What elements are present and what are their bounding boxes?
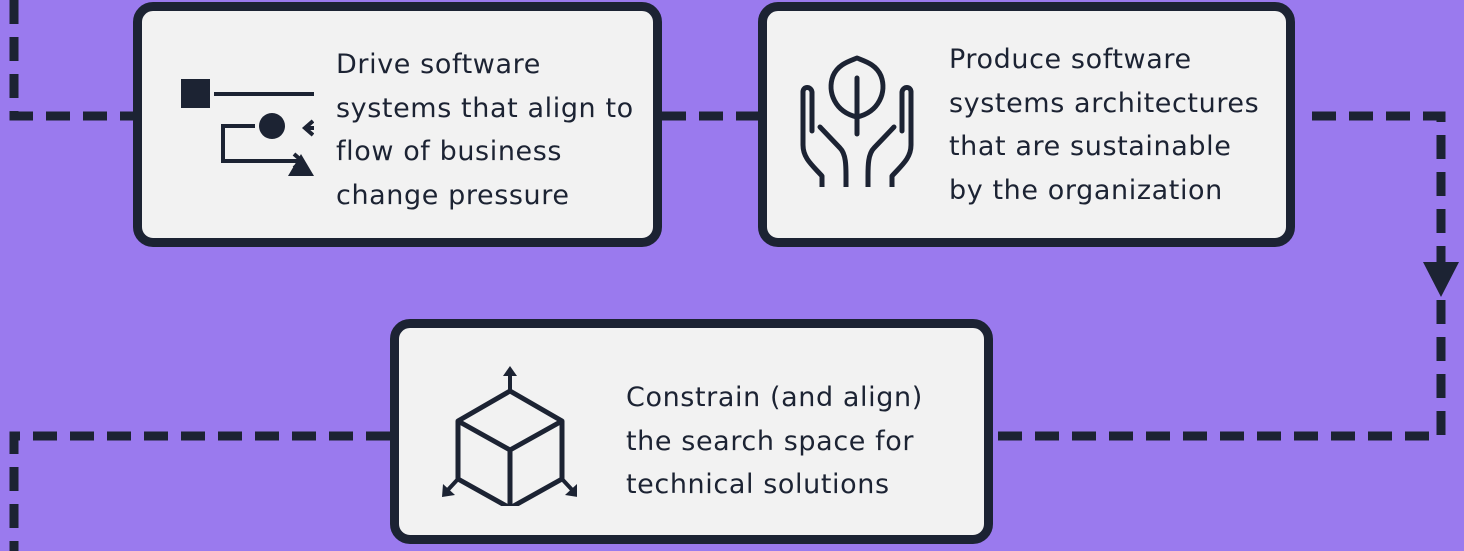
cube-arrows-icon — [442, 366, 577, 506]
card-produce-software-text: Produce software systems architectures t… — [949, 44, 1260, 206]
card-constrain-search-space-text: Constrain (and align) the search space f… — [626, 382, 923, 500]
card-drive-software: Drive software systems that align to flo… — [133, 2, 662, 247]
connector-constrain-to-left — [9, 431, 390, 551]
card-drive-software-text: Drive software systems that align to flo… — [336, 49, 634, 211]
connector-right-to-constrain — [993, 300, 1446, 441]
flow-shapes-icon — [181, 79, 314, 176]
card-constrain-search-space: Constrain (and align) the search space f… — [390, 319, 993, 544]
connector-top-left — [9, 0, 133, 121]
card-produce-software: Produce software systems architectures t… — [758, 2, 1295, 247]
arrowhead-down-icon — [1423, 262, 1459, 297]
hands-leaf-icon — [800, 55, 914, 187]
connector-produce-to-right-edge — [1312, 111, 1446, 262]
